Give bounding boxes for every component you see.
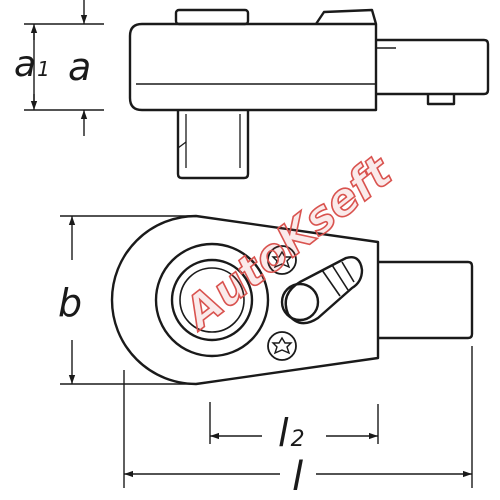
top-lever-pivot	[280, 282, 320, 322]
dimension-b	[60, 215, 196, 385]
label-a: a	[68, 45, 91, 89]
top-view	[110, 214, 474, 386]
dimension-l	[123, 346, 473, 488]
top-head-outline	[110, 214, 380, 386]
top-connector-tenon	[378, 260, 474, 340]
side-connector-tenon	[376, 38, 490, 96]
label-l: l	[292, 454, 303, 500]
label-b: b	[58, 281, 82, 325]
side-head-body	[128, 22, 378, 112]
top-reversing-lever	[284, 256, 364, 325]
top-screw-upper	[267, 245, 297, 275]
label-l2: l2	[278, 411, 305, 455]
side-detent-ball	[426, 94, 456, 106]
dimension-a	[24, 0, 104, 136]
side-square-drive	[176, 110, 250, 180]
top-drive-ring-outer	[154, 242, 270, 358]
top-screw-lower	[267, 331, 297, 361]
label-a1: a1	[14, 44, 50, 85]
side-top-button	[174, 8, 250, 26]
dimension-l2	[209, 402, 379, 444]
side-lever-bump	[315, 8, 378, 25]
top-drive-ring-inner	[170, 258, 254, 342]
side-view	[128, 8, 490, 180]
